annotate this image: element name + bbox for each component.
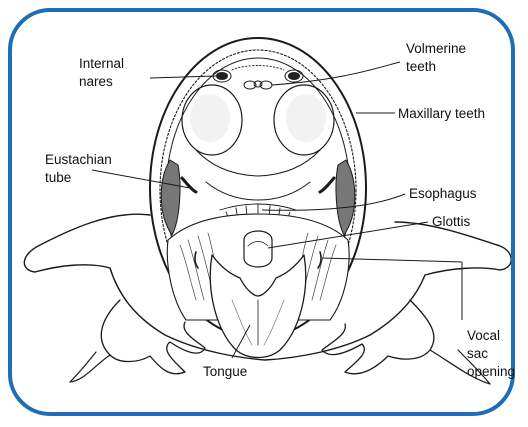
- label-volmerine-teeth-line2: teeth: [406, 59, 436, 74]
- glottis-shape: [244, 231, 272, 267]
- label-vocal-sac-line2: sac: [467, 346, 488, 361]
- label-internal-nares-line2: nares: [79, 74, 113, 89]
- label-vocal-sac-line1: Vocal: [467, 328, 500, 343]
- left-naris: [216, 72, 228, 80]
- label-eustachian-tube-line2: tube: [45, 170, 71, 185]
- label-maxillary-teeth: Maxillary teeth: [398, 106, 485, 121]
- label-vocal-sac-line3: opening: [467, 364, 515, 379]
- label-tongue: Tongue: [203, 364, 247, 379]
- label-glottis: Glottis: [432, 214, 471, 229]
- label-internal-nares-line1: Internal: [79, 56, 124, 71]
- right-naris: [288, 72, 300, 80]
- label-esophagus: Esophagus: [409, 186, 477, 201]
- frog-illustration: [24, 38, 511, 384]
- label-eustachian-tube-line1: Eustachian: [45, 152, 112, 167]
- label-volmerine-teeth-line1: Volmerine: [406, 41, 466, 56]
